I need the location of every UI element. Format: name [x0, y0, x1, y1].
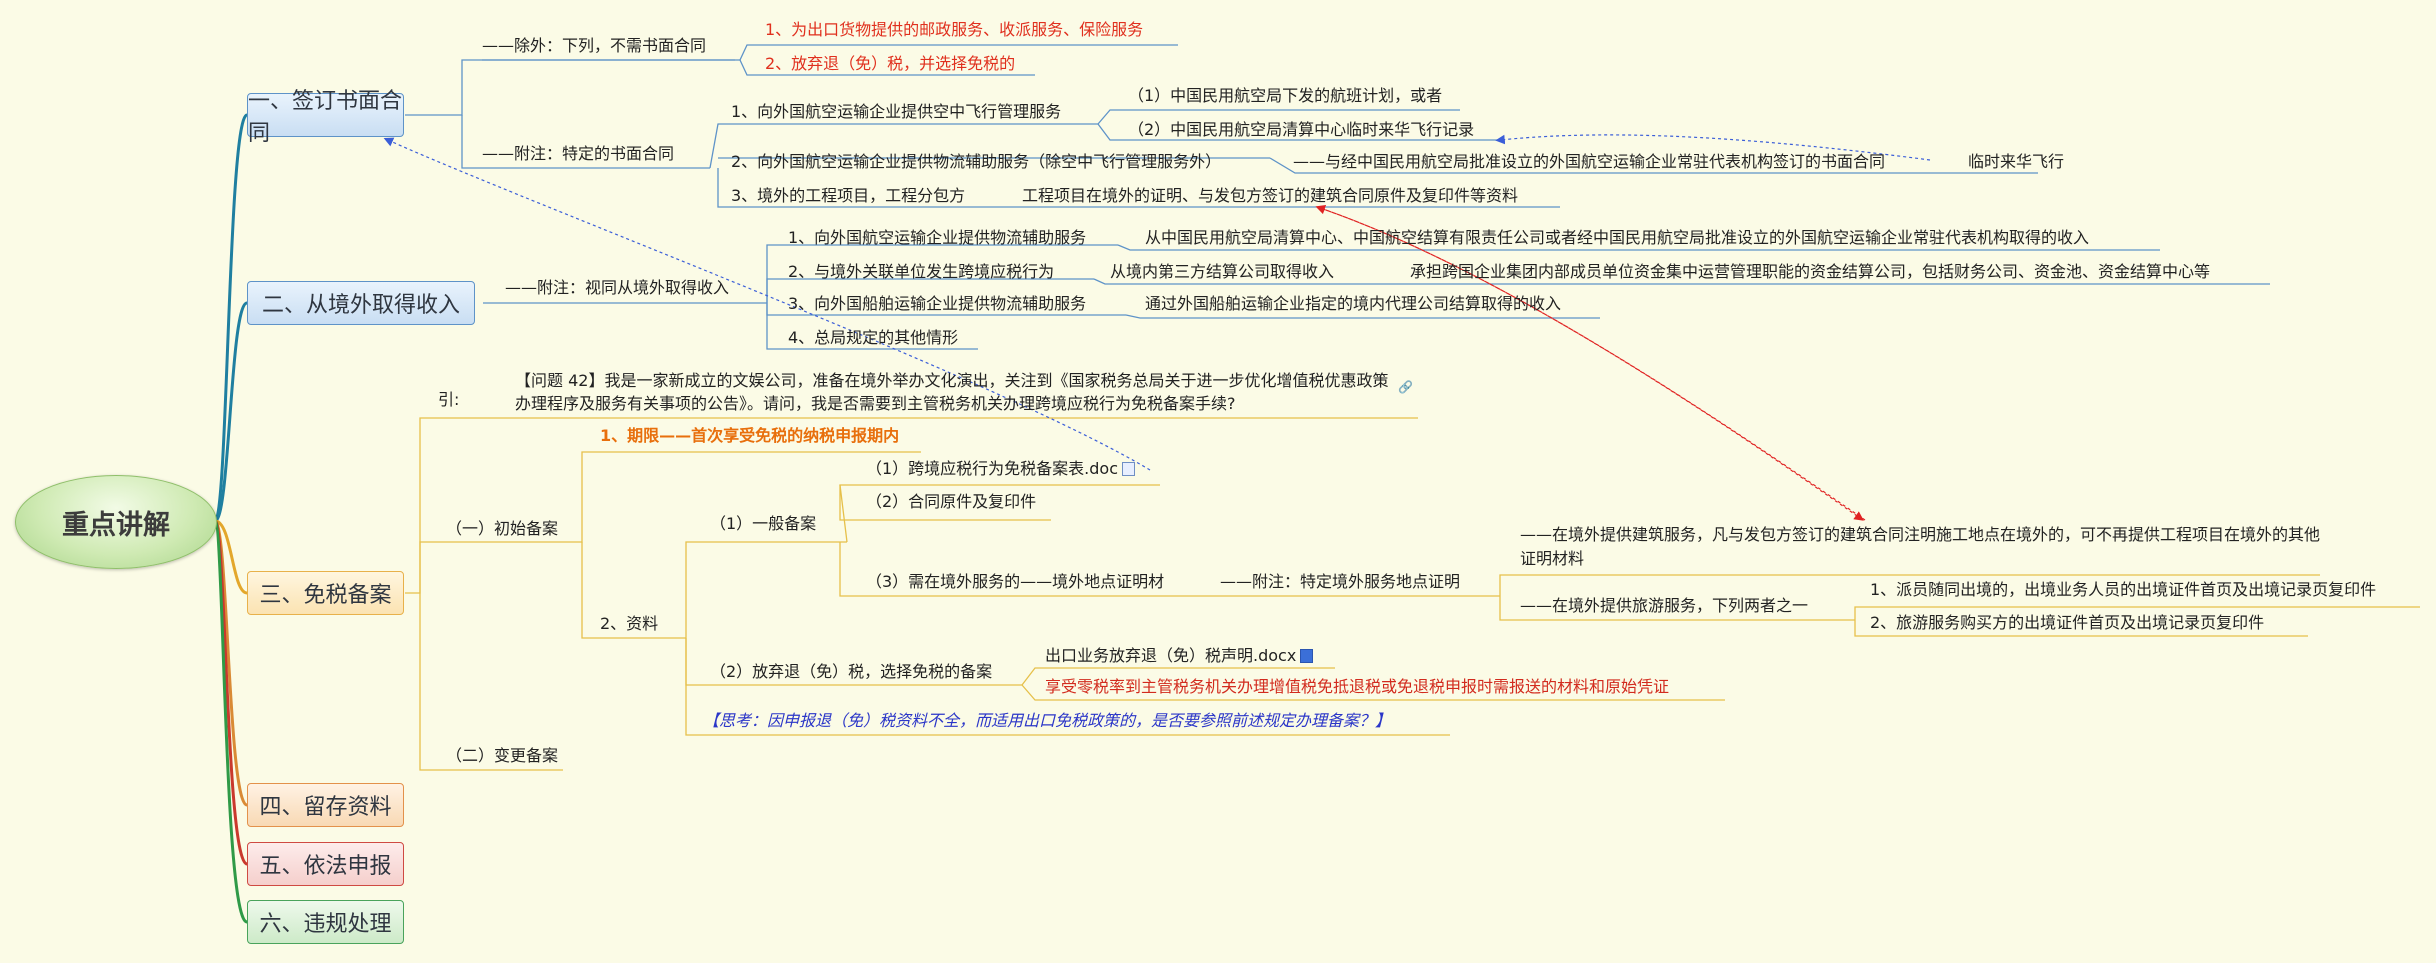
b3-think[interactable]: 【思考：因申报退（免）税资料不全，而适用出口免税政策的，是否要参照前述规定办理备… — [703, 711, 1392, 730]
b3-intro-label: 引: — [438, 390, 460, 409]
b3-change[interactable]: （二）变更备案 — [446, 746, 559, 765]
b2-detail-2[interactable]: 从境内第三方结算公司取得收入 — [1110, 262, 1335, 281]
doc-label: （1）跨境应税行为免税备案表.doc — [866, 459, 1119, 478]
branch-violation[interactable]: 六、违规处理 — [247, 900, 404, 944]
b3-period[interactable]: 1、期限——首次享受免税的纳税申报期内 — [600, 426, 900, 445]
b1-n1-sub-2[interactable]: （2）中国民用航空局清算中心临时来华飞行记录 — [1128, 120, 1475, 139]
b1-n3-sub[interactable]: 工程项目在境外的证明、与发包方签订的建筑合同原件及复印件等资料 — [1022, 186, 1519, 205]
branch-sign-contract[interactable]: 一、签订书面合同 — [247, 89, 404, 146]
b2-item-1[interactable]: 1、向外国航空运输企业提供物流辅助服务 — [788, 228, 1087, 247]
b1-except-item-1[interactable]: 1、为出口货物提供的邮政服务、收派服务、保险服务 — [765, 20, 1144, 39]
b2-note[interactable]: ——附注：视同从境外取得收入 — [505, 278, 730, 297]
b1-n2-sub[interactable]: ——与经中国民用航空局批准设立的外国航空运输企业常驻代表机构签订的书面合同 — [1293, 152, 1886, 171]
b1-note[interactable]: ——附注：特定的书面合同 — [482, 144, 675, 163]
branch-retain-records[interactable]: 四、留存资料 — [247, 783, 404, 827]
b3-waive[interactable]: （2）放弃退（免）税，选择免税的备案 — [710, 662, 993, 681]
b3-general[interactable]: （1）一般备案 — [710, 514, 817, 533]
b2-detail-3[interactable]: 承担跨国企业集团内部成员单位资金集中运营管理职能的资金结算公司，包括财务公司、资… — [1410, 262, 2211, 281]
b3-special-note[interactable]: ——附注：特定境外服务地点证明 — [1220, 572, 1461, 591]
b2-item-3[interactable]: 3、向外国船舶运输企业提供物流辅助服务 — [788, 294, 1087, 313]
b1-n2-sub2[interactable]: 临时来华飞行 — [1968, 152, 2065, 171]
branch-label: 四、留存资料 — [259, 795, 392, 820]
b1-except-item-2[interactable]: 2、放弃退（免）税，并选择免税的 — [765, 54, 1016, 73]
b3-general-item-1[interactable]: （1）跨境应税行为免税备案表.doc — [866, 459, 1136, 479]
link-icon[interactable]: 🔗 — [1398, 380, 1413, 394]
b3-initial[interactable]: （一）初始备案 — [446, 519, 559, 538]
b3-waive-item-1[interactable]: 出口业务放弃退（免）税声明.docx — [1045, 646, 1314, 666]
branch-label: 六、违规处理 — [259, 912, 392, 937]
b1-except[interactable]: ——除外：下列，不需书面合同 — [482, 36, 707, 55]
b3-general-item-3[interactable]: （3）需在境外服务的——境外地点证明材 — [866, 572, 1165, 591]
b3-waive-item-2[interactable]: 享受零税率到主管税务机关办理增值税免抵退税或免退税申报时需报送的材料和原始凭证 — [1045, 677, 1670, 696]
b2-item-2[interactable]: 2、与境外关联单位发生跨境应税行为 — [788, 262, 1055, 281]
root-node[interactable]: 重点讲解 — [15, 475, 217, 569]
branch-overseas-income[interactable]: 二、从境外取得收入 — [247, 281, 475, 325]
b2-item-4[interactable]: 4、总局规定的其他情形 — [788, 328, 959, 347]
branch-label: 一、签订书面合同 — [248, 89, 403, 146]
branch-label: 二、从境外取得收入 — [261, 293, 460, 318]
attachment-icon[interactable] — [1300, 649, 1314, 663]
b3-tour-item-2[interactable]: 2、旅游服务购买方的出境证件首页及出境记录页复印件 — [1870, 613, 2265, 632]
b1-n1-sub-1[interactable]: （1）中国民用航空局下发的航班计划，或者 — [1128, 86, 1443, 105]
b3-materials[interactable]: 2、资料 — [600, 614, 659, 633]
branch-label: 五、依法申报 — [259, 854, 392, 879]
b2-detail-1[interactable]: 从中国民用航空局清算中心、中国航空结算有限责任公司或者经中国民用航空局批准设立的… — [1145, 228, 2090, 247]
b2-detail-4[interactable]: 通过外国船舶运输企业指定的境内代理公司结算取得的收入 — [1145, 294, 1562, 313]
b1-note-item-3[interactable]: 3、境外的工程项目，工程分包方 — [731, 186, 966, 205]
b3-intro-text[interactable]: 【问题 42】我是一家新成立的文娱公司，准备在境外举办文化演出，关注到《国家税务… — [515, 371, 1389, 413]
b3-build[interactable]: ——在境外提供建筑服务，凡与发包方签订的建筑合同注明施工地点在境外的，可不再提供… — [1520, 525, 2321, 568]
b1-note-item-1[interactable]: 1、向外国航空运输企业提供空中飞行管理服务 — [731, 102, 1062, 121]
b3-tour[interactable]: ——在境外提供旅游服务，下列两者之一 — [1520, 596, 1809, 615]
doc-label: 出口业务放弃退（免）税声明.docx — [1045, 646, 1297, 665]
attachment-icon[interactable] — [1122, 462, 1136, 476]
branch-exemption-filing[interactable]: 三、免税备案 — [247, 571, 404, 615]
b3-general-item-2[interactable]: （2）合同原件及复印件 — [866, 492, 1037, 511]
branch-declare[interactable]: 五、依法申报 — [247, 842, 404, 886]
branch-label: 三、免税备案 — [259, 583, 392, 608]
b1-note-item-2[interactable]: 2、向外国航空运输企业提供物流辅助服务（除空中飞行管理服务外） — [731, 152, 1222, 171]
b3-tour-item-1[interactable]: 1、派员随同出境的，出境业务人员的出境证件首页及出境记录页复印件 — [1870, 580, 2377, 599]
